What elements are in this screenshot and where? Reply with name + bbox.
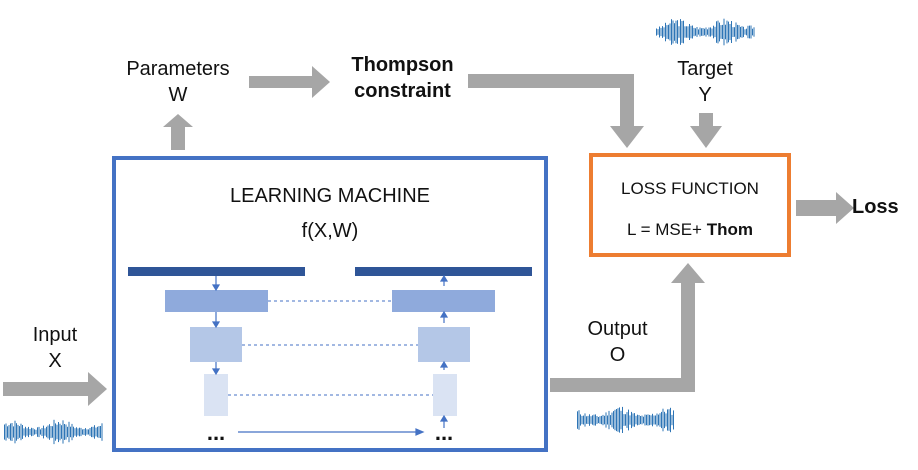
output-waveform-icon bbox=[577, 406, 674, 433]
decoder-layer-3 bbox=[433, 374, 457, 416]
target-label: Target Y bbox=[677, 58, 733, 106]
arrow-output-to-loss bbox=[550, 263, 705, 392]
arrow-to-parameters bbox=[163, 114, 193, 150]
ellipsis-right: ... bbox=[434, 420, 454, 445]
thompson-constraint-label: Thompson constraint bbox=[351, 54, 454, 102]
arrow-target-to-loss bbox=[690, 113, 722, 148]
arrow-parameters-to-thompson bbox=[249, 66, 330, 98]
target-waveform-icon bbox=[656, 18, 755, 46]
parameters-label: Parameters W bbox=[126, 58, 230, 106]
encoder-layer-3 bbox=[204, 374, 228, 416]
loss-function-box bbox=[589, 153, 791, 257]
loss-formula: L = MSE+ Thom bbox=[627, 220, 753, 239]
arrow-thompson-to-loss bbox=[468, 74, 644, 148]
decoder-layer-2 bbox=[418, 327, 470, 362]
input-label: Input X bbox=[32, 324, 78, 372]
encoder-layer-2 bbox=[190, 327, 242, 362]
encoder-layer-1 bbox=[165, 290, 268, 312]
decoder-layer-1 bbox=[392, 290, 495, 312]
output-label: Output O bbox=[587, 318, 648, 366]
loss-function-title: LOSS FUNCTION bbox=[621, 179, 759, 198]
arrow-input-to-machine bbox=[3, 372, 107, 406]
loss-label: Loss bbox=[852, 196, 899, 218]
learning-machine-function: f(X,W) bbox=[301, 220, 359, 242]
decoder-top-bar bbox=[355, 267, 532, 276]
arrow-to-loss bbox=[796, 192, 854, 224]
encoder-top-bar bbox=[128, 267, 305, 276]
input-waveform-icon bbox=[4, 419, 103, 445]
ellipsis-left: ... bbox=[206, 420, 226, 445]
learning-machine-title: LEARNING MACHINE bbox=[229, 185, 431, 207]
